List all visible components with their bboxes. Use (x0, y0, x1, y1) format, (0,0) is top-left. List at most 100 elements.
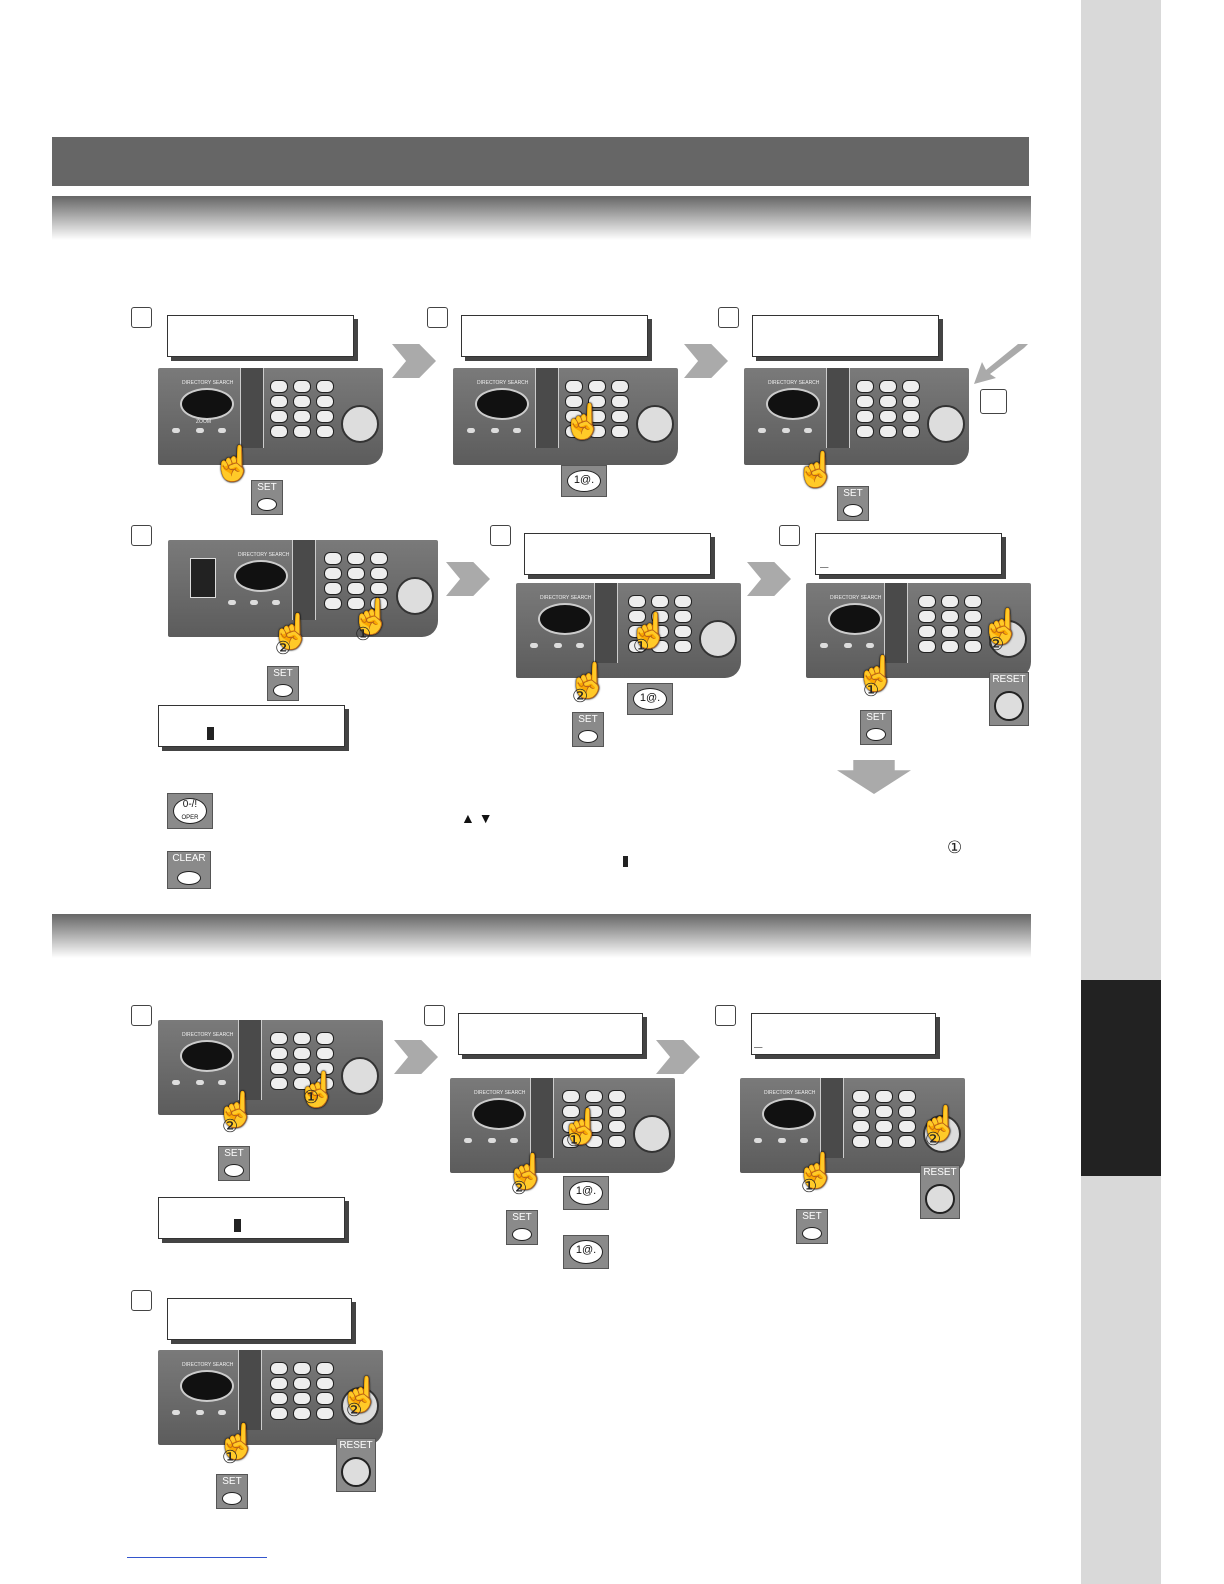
function-key (467, 428, 475, 433)
start-button-icon (341, 405, 379, 443)
dpad-icon (234, 560, 288, 592)
control-panel: DIRECTORY SEARCH (744, 368, 969, 465)
side-tab-active (1081, 980, 1161, 1176)
arrow-diagonal-icon (974, 344, 1028, 384)
set-button-icon: SET (506, 1210, 538, 1245)
control-panel: DIRECTORY SEARCH (740, 1078, 965, 1173)
lcd-mini-icon (190, 558, 216, 598)
panel-label: DIRECTORY SEARCH (182, 380, 234, 386)
control-panel: DIRECTORY SEARCH (453, 368, 678, 465)
lcd-display (458, 1013, 643, 1055)
key-6 (316, 395, 334, 408)
key-1 (270, 380, 288, 393)
reset-button-icon: RESET (989, 672, 1029, 726)
lcd-display (461, 315, 648, 357)
clear-button-icon: CLEAR (167, 851, 211, 889)
key-5 (293, 395, 311, 408)
arrow-down-icon (837, 760, 911, 794)
step-number-box (715, 1005, 736, 1026)
hand-press-icon: ☝ (795, 1152, 838, 1190)
hand-press-icon: ☝ (270, 613, 313, 651)
set-button-icon: SET (860, 710, 892, 745)
control-panel: DIRECTORY SEARCH (168, 540, 438, 637)
control-panel: DIRECTORY SEARCH ZOOM (158, 368, 383, 465)
section-1-header (52, 196, 1031, 240)
clear-key (491, 428, 499, 433)
dpad-icon (766, 388, 820, 420)
step-number-box (779, 525, 800, 546)
key-3 (316, 380, 334, 393)
panel-label: DIRECTORY SEARCH (768, 380, 820, 386)
key-7 (270, 410, 288, 423)
lcd-display: _ (815, 533, 1002, 575)
step-number-box (718, 307, 739, 328)
set-button-icon: SET (216, 1474, 248, 1509)
panel-divider (535, 368, 559, 448)
hand-press-icon: ☝ (215, 1091, 258, 1129)
key-1-icon: 1@. (563, 1235, 609, 1269)
key-2 (293, 380, 311, 393)
hand-press-icon: ☝ (212, 445, 255, 483)
reset-button-icon: RESET (920, 1165, 960, 1219)
dpad-icon (475, 388, 529, 420)
hand-press-icon: ☝ (505, 1153, 548, 1191)
start-button-icon (636, 405, 674, 443)
panel-divider (240, 368, 264, 448)
function-key (172, 428, 180, 433)
reset-button-icon: RESET (336, 1438, 376, 1492)
key-1-icon: 1@. (627, 683, 673, 715)
step-marker: ① (355, 624, 372, 645)
set-label: SET (257, 482, 277, 493)
step-number-box (427, 307, 448, 328)
key-9 (316, 410, 334, 423)
hand-press-icon: ☝ (918, 1105, 961, 1143)
lcd-display (158, 1197, 345, 1239)
clear-key (196, 428, 204, 433)
key-1-icon: 1@. (561, 465, 607, 497)
control-panel: DIRECTORY SEARCH (158, 1020, 383, 1115)
chevron-right-icon (747, 562, 791, 596)
hand-press-icon: ☝ (560, 1108, 603, 1146)
key-4 (270, 395, 288, 408)
hand-press-icon: ☝ (339, 1376, 382, 1414)
cursor-block-icon (623, 856, 628, 867)
up-down-arrows-icon: ▲ ▼ (461, 810, 493, 826)
hand-press-icon: ☝ (628, 612, 671, 650)
step-marker: ② (275, 638, 292, 659)
lcd-display (167, 1298, 352, 1340)
set-button-icon: SET (572, 712, 604, 747)
dpad-icon (180, 388, 234, 420)
lcd-display: _ (751, 1013, 936, 1055)
lcd-display (158, 705, 345, 747)
set-button-icon: SET (796, 1209, 828, 1244)
lcd-display (752, 315, 939, 357)
hand-press-icon: ☝ (980, 608, 1023, 646)
lcd-display (167, 315, 354, 357)
set-button-icon: SET (218, 1146, 250, 1181)
set-button-icon: SET (837, 486, 869, 521)
step-number-box (131, 307, 152, 328)
section-2-header (52, 914, 1031, 958)
control-panel: DIRECTORY SEARCH (158, 1350, 383, 1445)
key-1-icon: 1@. (563, 1176, 609, 1210)
chevron-right-icon (684, 344, 728, 378)
key-0-icon: 0-/!OPER (167, 793, 213, 829)
step-number-box (131, 1290, 152, 1311)
hand-press-icon: ☝ (855, 655, 898, 693)
key-0 (293, 425, 311, 438)
chevron-right-icon (392, 344, 436, 378)
step-marker: ① (947, 838, 963, 858)
chevron-right-icon (394, 1040, 438, 1074)
hand-press-icon: ☝ (567, 662, 610, 700)
page-title-bar (52, 137, 1029, 186)
step-number-box (980, 389, 1007, 414)
key-8 (293, 410, 311, 423)
control-panel: DIRECTORY SEARCH (450, 1078, 675, 1173)
step-number-box (131, 1005, 152, 1026)
set-button-icon: SET (267, 666, 299, 701)
hand-press-icon: ☝ (350, 598, 393, 636)
key-hash (316, 425, 334, 438)
chevron-right-icon (656, 1040, 700, 1074)
side-tab (1081, 0, 1161, 1584)
footer-link-underline[interactable] (127, 1557, 267, 1558)
